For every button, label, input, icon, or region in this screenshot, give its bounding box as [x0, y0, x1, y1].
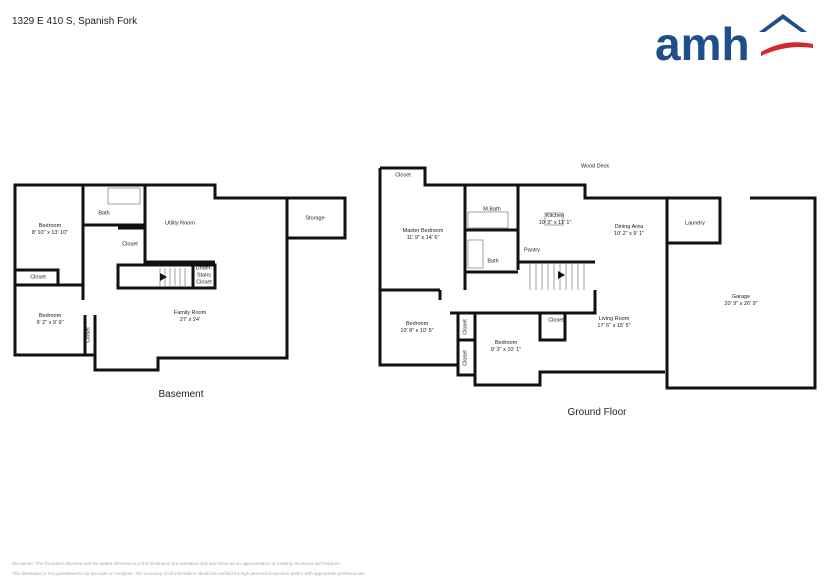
room-under-stairs-closet: Under-Stairs Closet [195, 265, 213, 286]
room-laundry: Laundry [685, 220, 705, 227]
room-closet: Closet [395, 172, 411, 179]
room-closet: Closet [85, 327, 92, 343]
room-storage: Storage [305, 215, 325, 222]
svg-text:amh: amh [655, 18, 750, 65]
room-closet: Closet [30, 274, 46, 281]
disclaimer-line-1: Disclaimer: The floorplans depicted and … [12, 561, 341, 566]
disclaimer-line-2: This illustration is not guaranteed to b… [12, 571, 366, 576]
stair-arrow-icon [150, 271, 565, 281]
floor-title-basement: Basement [158, 389, 204, 400]
room-bath: Bath [98, 210, 110, 217]
room-bath: Bath [487, 258, 499, 265]
room-closet: Closet [548, 317, 564, 324]
room-utility: Utility Room [165, 220, 195, 227]
room-closet: Closet [122, 241, 138, 248]
logo-house-icon: amh [655, 14, 813, 65]
room-closet: Closet [462, 319, 469, 335]
room-wood-deck: Wood Deck [580, 163, 610, 170]
room-closet: Closet [462, 350, 469, 366]
amh-logo: amh [655, 10, 815, 65]
floor-title-ground: Ground Floor [567, 407, 627, 418]
property-address: 1329 E 410 S, Spanish Fork [12, 16, 138, 27]
room-m-bath: M.Bath [483, 206, 501, 213]
room-pantry: Pantry [524, 247, 540, 254]
